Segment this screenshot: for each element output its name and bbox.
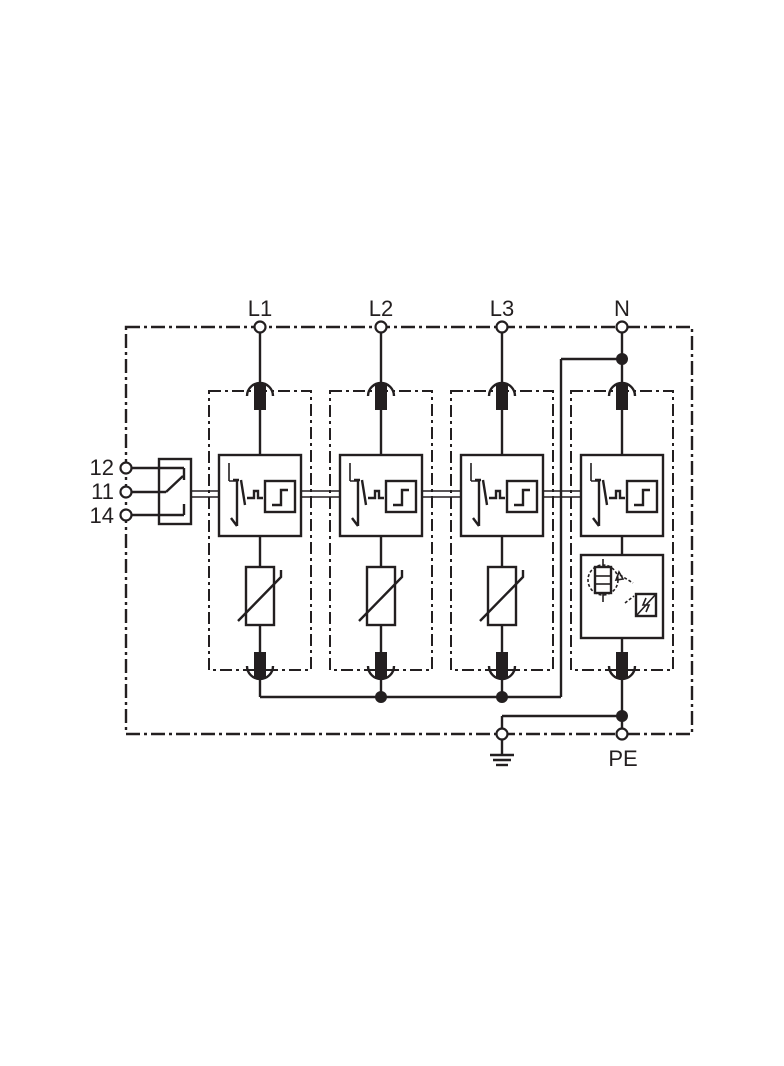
changeover-contact-icon (131, 457, 193, 526)
phase-wires (258, 333, 624, 734)
junction-dots (375, 353, 628, 722)
thermal-disconnector-icon (217, 453, 665, 538)
varistor-icon (237, 565, 525, 627)
ground-icon (490, 740, 514, 767)
terminal-circles (119, 320, 629, 741)
contact-label-11: 11 (91, 479, 114, 504)
fuse-icon (245, 652, 637, 681)
spark-gap-icon (579, 553, 665, 640)
earth-link (500, 714, 622, 734)
terminal-label-l2: L2 (369, 296, 393, 321)
terminal-label-n: N (614, 296, 630, 321)
housing-outline (124, 325, 694, 736)
fuse-icon (245, 381, 637, 410)
terminal-label-pe: PE (608, 746, 637, 771)
neutral-bridge (559, 357, 622, 697)
mechanical-linkage (191, 490, 581, 498)
contact-label-12: 12 (90, 455, 114, 480)
contact-label-14: 14 (90, 503, 114, 528)
terminal-label-l3: L3 (490, 296, 514, 321)
terminal-label-l1: L1 (248, 296, 272, 321)
